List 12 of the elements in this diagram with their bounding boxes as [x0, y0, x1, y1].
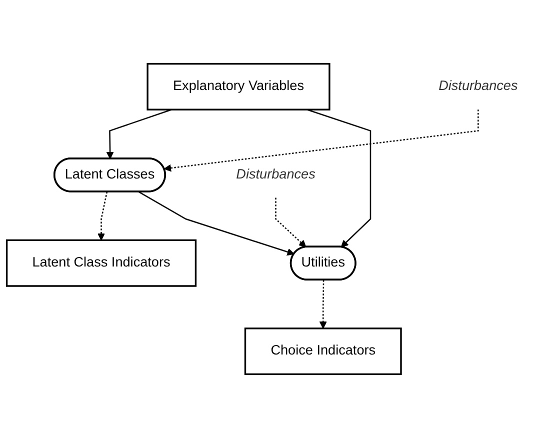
node-box: Explanatory Variables	[146, 62, 330, 110]
arrow	[164, 110, 479, 172]
arrow	[106, 108, 172, 160]
arrow	[138, 191, 294, 256]
node-box: Latent Class Indicators	[6, 239, 197, 287]
node-text: Disturbances	[236, 167, 316, 182]
node-box: Choice Indicators	[244, 328, 402, 376]
arrow	[319, 280, 327, 329]
arrow	[98, 192, 108, 241]
node-text: Disturbances	[438, 79, 518, 94]
arrow	[306, 108, 372, 248]
arrow	[275, 198, 306, 248]
